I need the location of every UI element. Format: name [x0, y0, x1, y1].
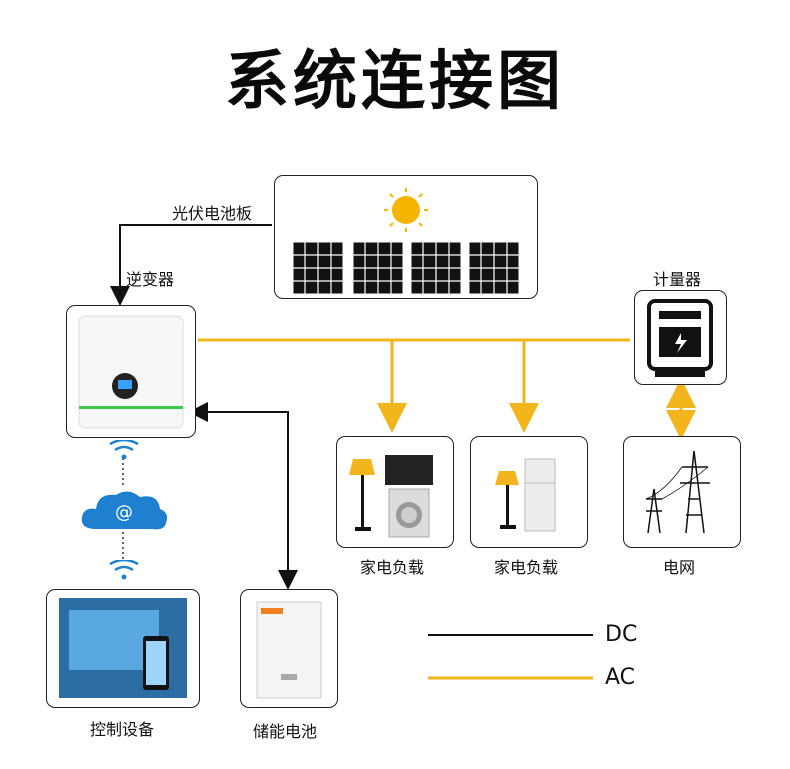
legend-dc-label: DC	[605, 622, 638, 647]
cloud-icon: @	[81, 491, 168, 530]
dc-line-battery-inverter	[188, 402, 298, 590]
dc-line-solar-to-inverter	[110, 224, 272, 306]
battery-icon	[256, 601, 322, 699]
sun-icon	[384, 188, 428, 232]
inverter-label: 逆变器	[126, 270, 175, 289]
home-load-1-box	[336, 436, 454, 548]
home-load-2-box	[470, 436, 588, 548]
solar-panel-label: 光伏电池板	[172, 204, 253, 223]
diagram-title: 系统连接图	[225, 45, 565, 119]
wifi-icon-bottom	[109, 560, 139, 580]
inverter-icon	[78, 315, 184, 429]
legend-ac-label: AC	[605, 665, 636, 690]
storage-battery-box	[240, 589, 338, 708]
svg-text:@: @	[115, 502, 133, 523]
meter-box	[634, 290, 727, 385]
grid-box	[623, 436, 741, 548]
appliance-icon-fridge-lamp	[495, 458, 556, 532]
appliance-icon-tv-washer-lamp	[349, 455, 433, 538]
control-device-box	[46, 589, 200, 708]
control-device-label: 控制设备	[90, 720, 155, 739]
solar-panel-illustration	[292, 188, 520, 295]
meter-label: 计量器	[653, 270, 702, 289]
home-load-2-label: 家电负载	[494, 558, 559, 577]
wifi-icon-top	[109, 440, 139, 460]
power-tower-icon	[645, 450, 710, 534]
grid-label: 电网	[663, 558, 696, 577]
meter-icon	[647, 299, 713, 377]
storage-battery-label: 储能电池	[253, 722, 318, 741]
inverter-box	[66, 305, 196, 438]
laptop-phone-icon	[59, 598, 187, 698]
home-load-1-label: 家电负载	[360, 558, 425, 577]
solar-panel-box	[274, 175, 538, 299]
